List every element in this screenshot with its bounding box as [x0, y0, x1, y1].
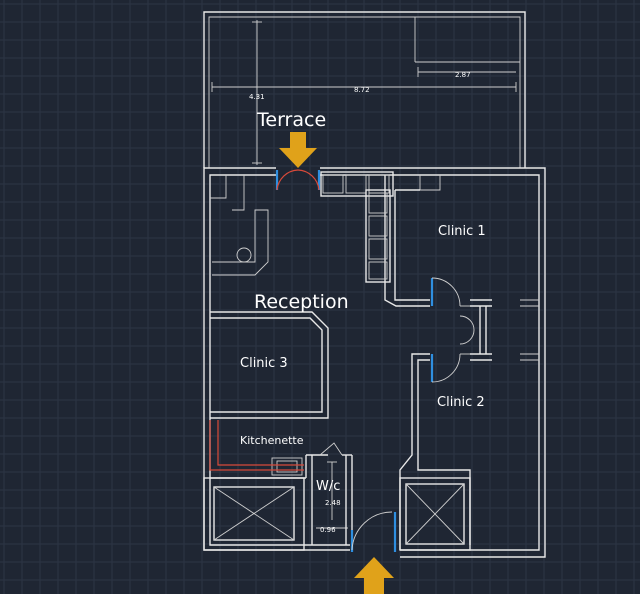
shaft-right [399, 477, 471, 551]
terrace-arrow-icon [279, 132, 317, 168]
doors [275, 169, 475, 552]
shaft-left [203, 477, 305, 551]
entrance-arrow-icon [354, 557, 394, 594]
dimension-2-87: 2.87 [455, 71, 471, 79]
label-clinic-1: Clinic 1 [438, 224, 486, 239]
label-kitchenette: Kitchenette [240, 434, 304, 447]
dimension-lines [211, 20, 517, 529]
dimension-2-48: 2.48 [325, 499, 341, 507]
dimension-0-96: 0.96 [320, 526, 336, 534]
kitchenette-counter [209, 420, 304, 471]
dimension-8-72: 8.72 [354, 86, 370, 94]
sink [236, 247, 252, 263]
label-wc: W/c [316, 479, 340, 494]
label-terrace: Terrace [256, 109, 326, 131]
label-clinic-3: Clinic 3 [240, 356, 288, 371]
dimension-4-31: 4.31 [249, 93, 265, 101]
label-reception: Reception [254, 291, 349, 313]
cabinets [320, 171, 394, 283]
terrace-outline [203, 11, 526, 168]
label-clinic-2: Clinic 2 [437, 395, 485, 410]
